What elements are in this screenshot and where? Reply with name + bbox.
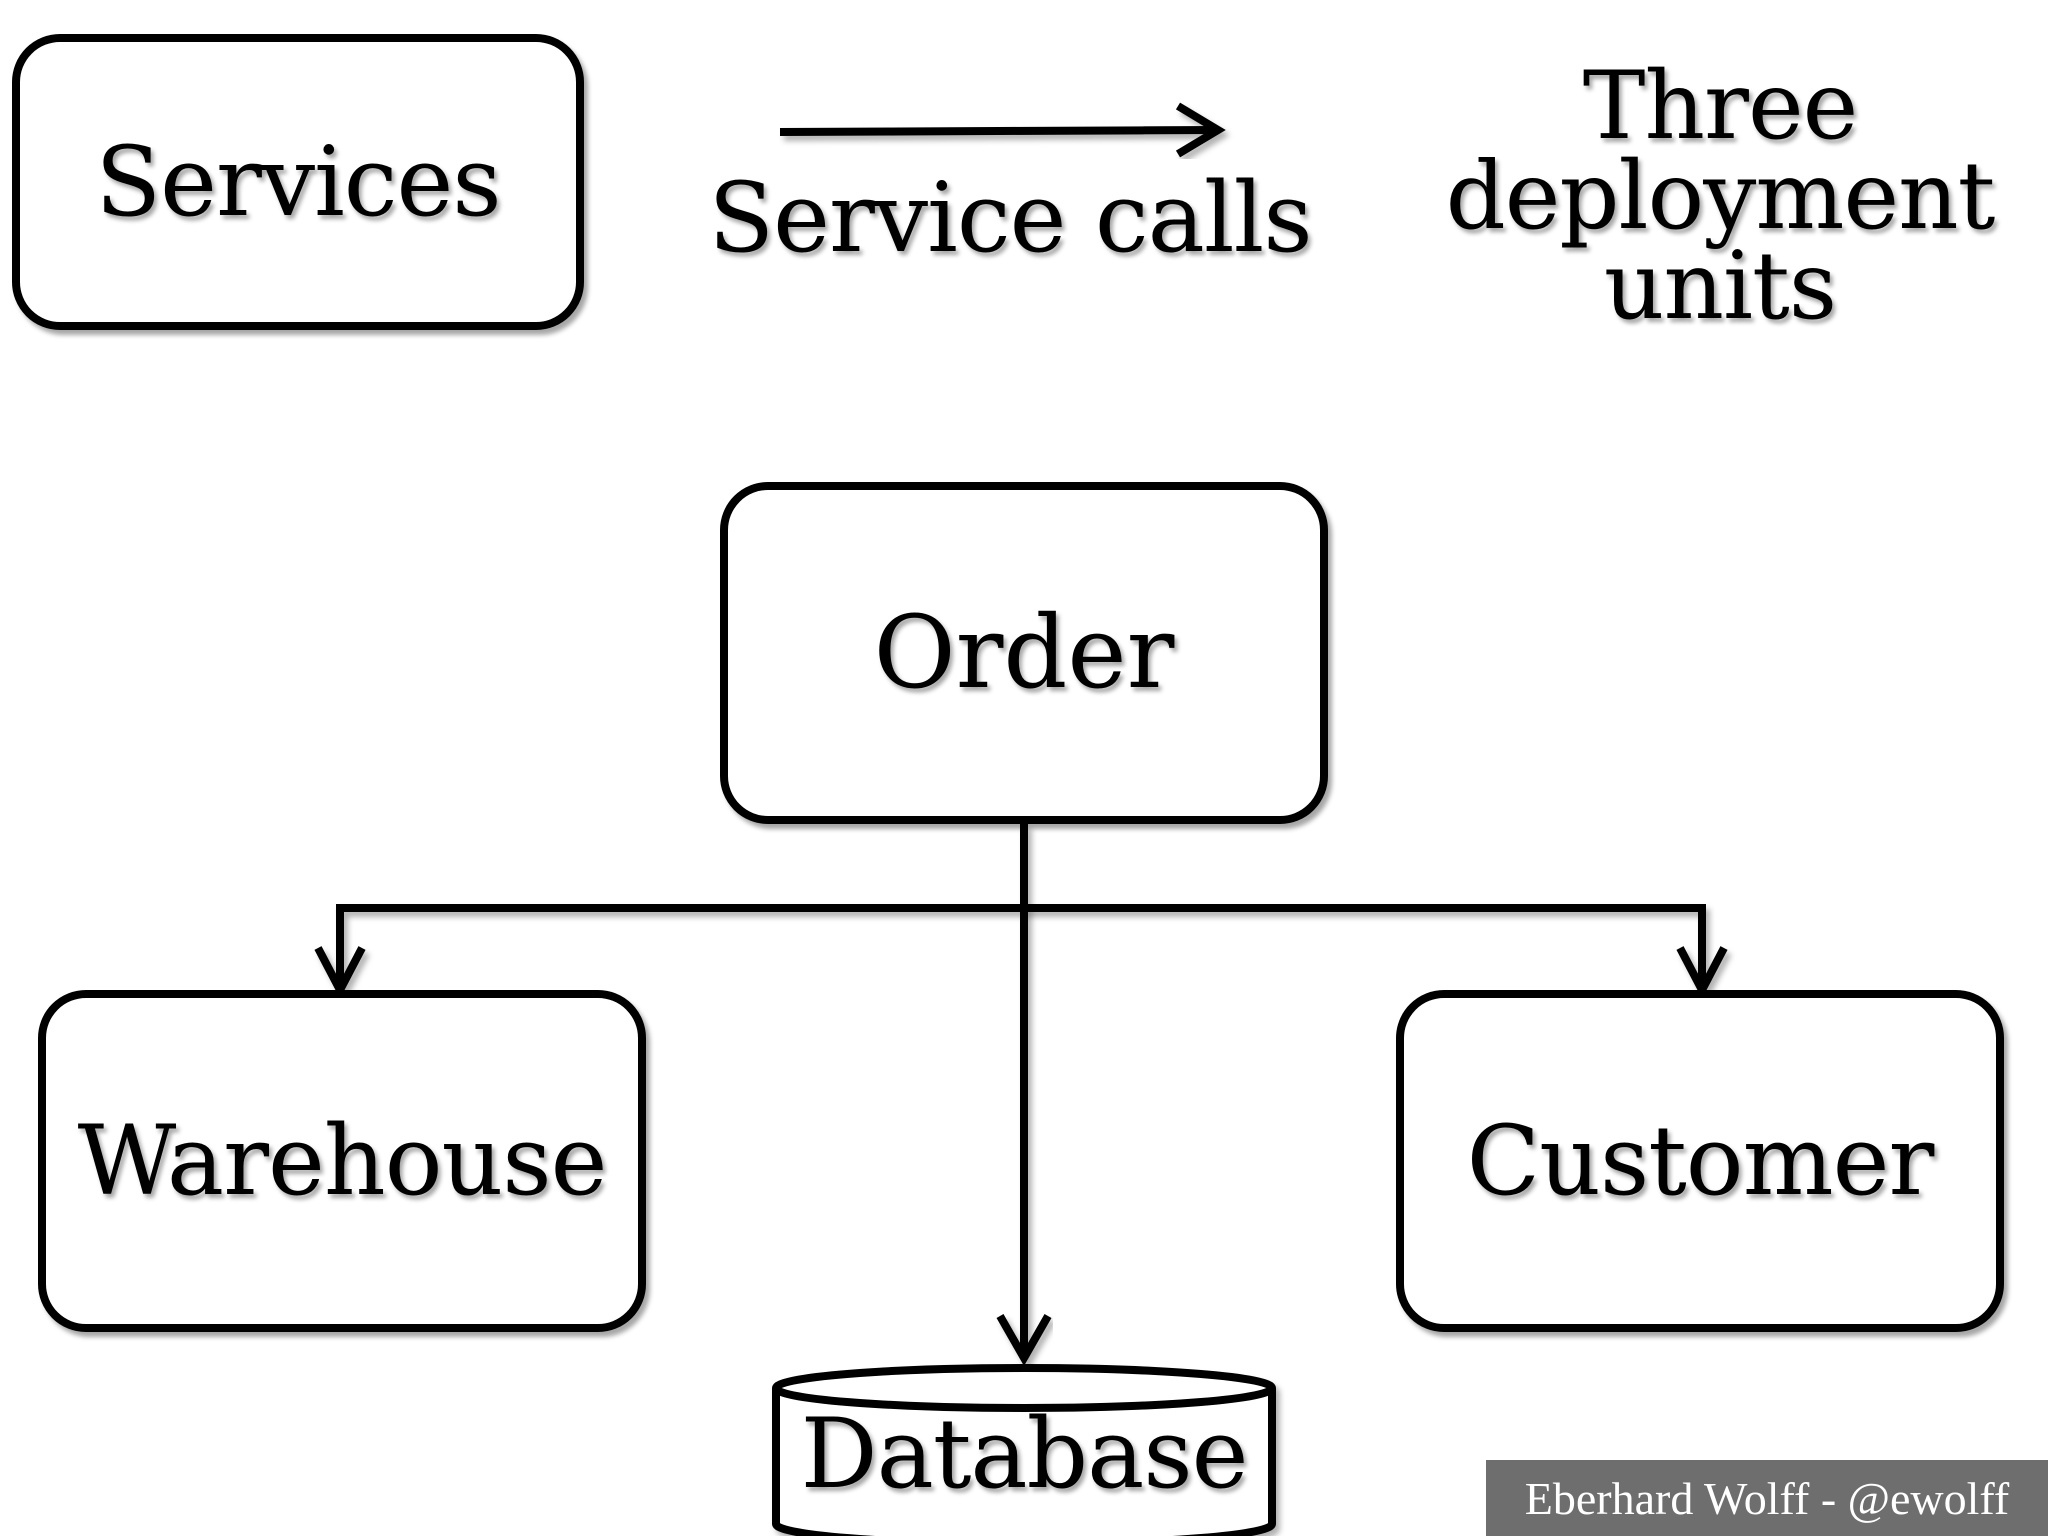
order-service-box: Order <box>720 482 1328 824</box>
annotation-line: units <box>1603 232 1837 342</box>
order-service-label: Order <box>873 594 1175 711</box>
database-label: Database <box>800 1398 1249 1510</box>
deployment-units-annotation: Three deployment units <box>1400 52 2040 342</box>
edge-order-database <box>996 908 1052 1367</box>
author-credit: Eberhard Wolff - @ewolff <box>1486 1460 2048 1536</box>
warehouse-service-box: Warehouse <box>38 990 646 1332</box>
legend-service-calls-label: Service calls <box>708 162 1312 274</box>
annotation-line: deployment <box>1445 142 1996 252</box>
legend-services-box: Services <box>12 34 584 330</box>
edge-order-customer <box>1024 904 1728 999</box>
legend-arrow <box>779 102 1226 158</box>
customer-service-box: Customer <box>1396 990 2004 1332</box>
edge-order-warehouse <box>314 824 1028 999</box>
database-cylinder <box>772 1364 1276 1536</box>
warehouse-service-label: Warehouse <box>77 1105 608 1217</box>
legend-services-label: Services <box>95 126 501 238</box>
customer-service-label: Customer <box>1466 1105 1935 1217</box>
annotation-line: Three <box>1582 52 1858 161</box>
